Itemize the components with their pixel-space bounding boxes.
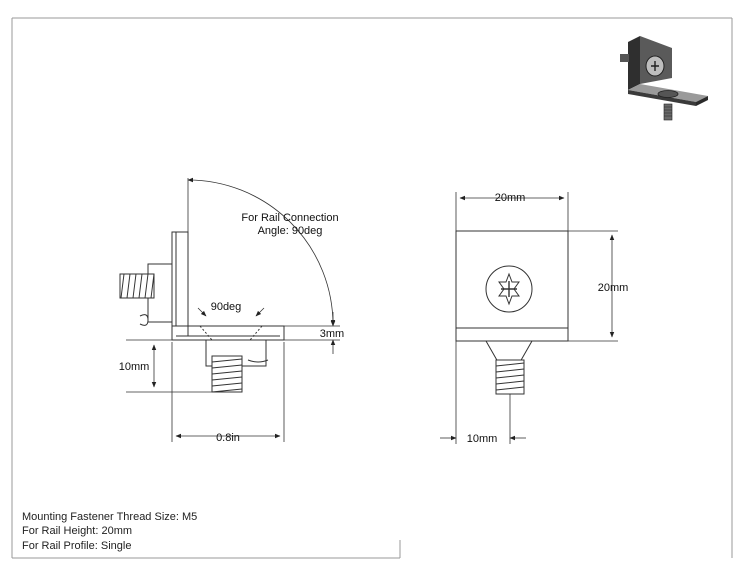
front-view-dimensions <box>440 192 618 444</box>
callout-line-1: For Rail Connection <box>241 212 338 224</box>
countersink-angle-label: 90deg <box>211 301 242 313</box>
side-view <box>119 231 285 393</box>
note-rail-profile: For Rail Profile: Single <box>22 540 132 552</box>
note-rail-height: For Rail Height: 20mm <box>22 525 133 537</box>
front-view <box>455 230 569 395</box>
isometric-view <box>620 36 708 121</box>
front-width-label: 20mm <box>495 192 526 204</box>
side-width-label: 0.8in <box>216 432 240 444</box>
drawing-frame <box>11 17 733 559</box>
callout-line-2: Angle: 90deg <box>258 225 323 237</box>
front-height-label: 20mm <box>598 282 629 294</box>
front-offset-label: 10mm <box>467 433 498 445</box>
side-height-label: 10mm <box>119 361 150 373</box>
side-view-dimensions <box>126 177 340 442</box>
thickness-label: 3mm <box>320 328 344 340</box>
note-thread-size: Mounting Fastener Thread Size: M5 <box>22 511 198 523</box>
